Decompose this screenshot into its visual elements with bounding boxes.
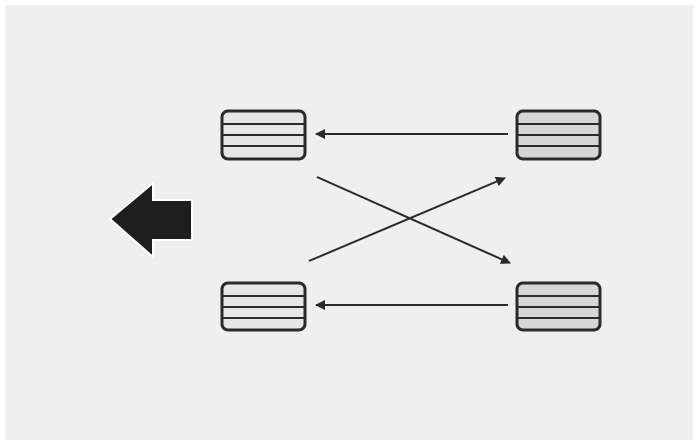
left-arrow-icon	[108, 180, 193, 260]
tire-rear-right	[515, 281, 602, 332]
tire-front-left	[220, 109, 307, 161]
tire-front-right	[515, 109, 602, 161]
arrow-rear-left-to-front-right	[308, 176, 506, 262]
tire-rear-left	[220, 281, 307, 332]
arrow-front-left-to-rear-right	[316, 176, 511, 264]
